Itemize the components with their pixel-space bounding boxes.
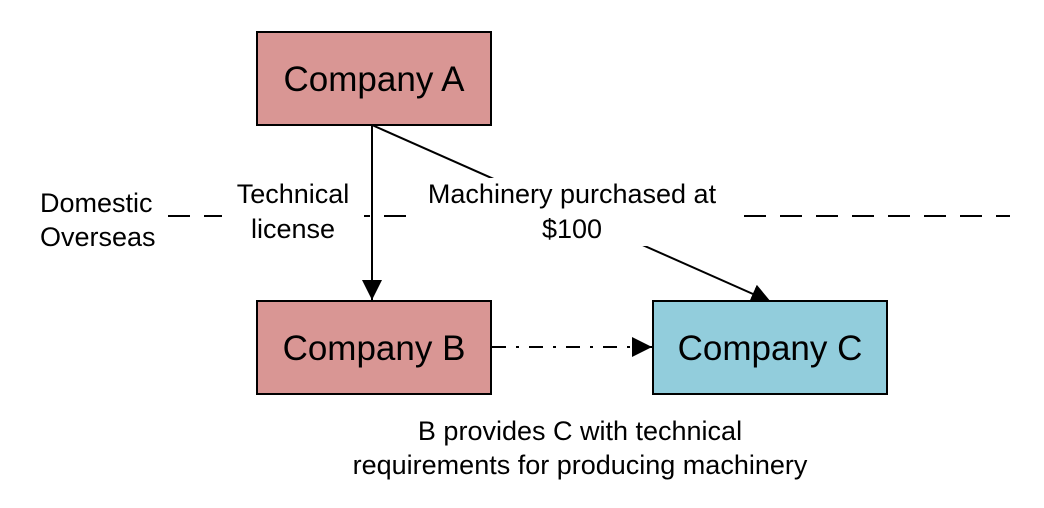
edge-a-to-b-label-line1: Technical xyxy=(237,179,350,209)
boundary-label-overseas: Overseas xyxy=(40,222,156,252)
node-company-c: Company C xyxy=(652,300,888,395)
node-company-b-box xyxy=(256,300,492,395)
label-bg-technical xyxy=(222,178,364,246)
node-company-a: Company A xyxy=(256,31,492,126)
label-bg-machinery xyxy=(408,178,738,246)
node-company-a-label: Company A xyxy=(284,60,466,99)
node-company-a-box xyxy=(256,31,492,126)
edge-a-to-b-label-line2: license xyxy=(251,214,335,244)
node-company-b: Company B xyxy=(256,300,492,395)
node-company-c-box xyxy=(652,300,888,395)
edge-a-to-c-label-line1: Machinery purchased at xyxy=(428,179,717,209)
edge-a-to-c-label-line2: $100 xyxy=(542,214,602,244)
node-company-c-label: Company C xyxy=(678,329,863,368)
boundary-label-domestic: Domestic xyxy=(40,188,153,218)
caption-line2: requirements for producing machinery xyxy=(353,450,808,480)
node-company-b-label: Company B xyxy=(283,329,466,368)
caption-line1: B provides C with technical xyxy=(418,416,742,446)
